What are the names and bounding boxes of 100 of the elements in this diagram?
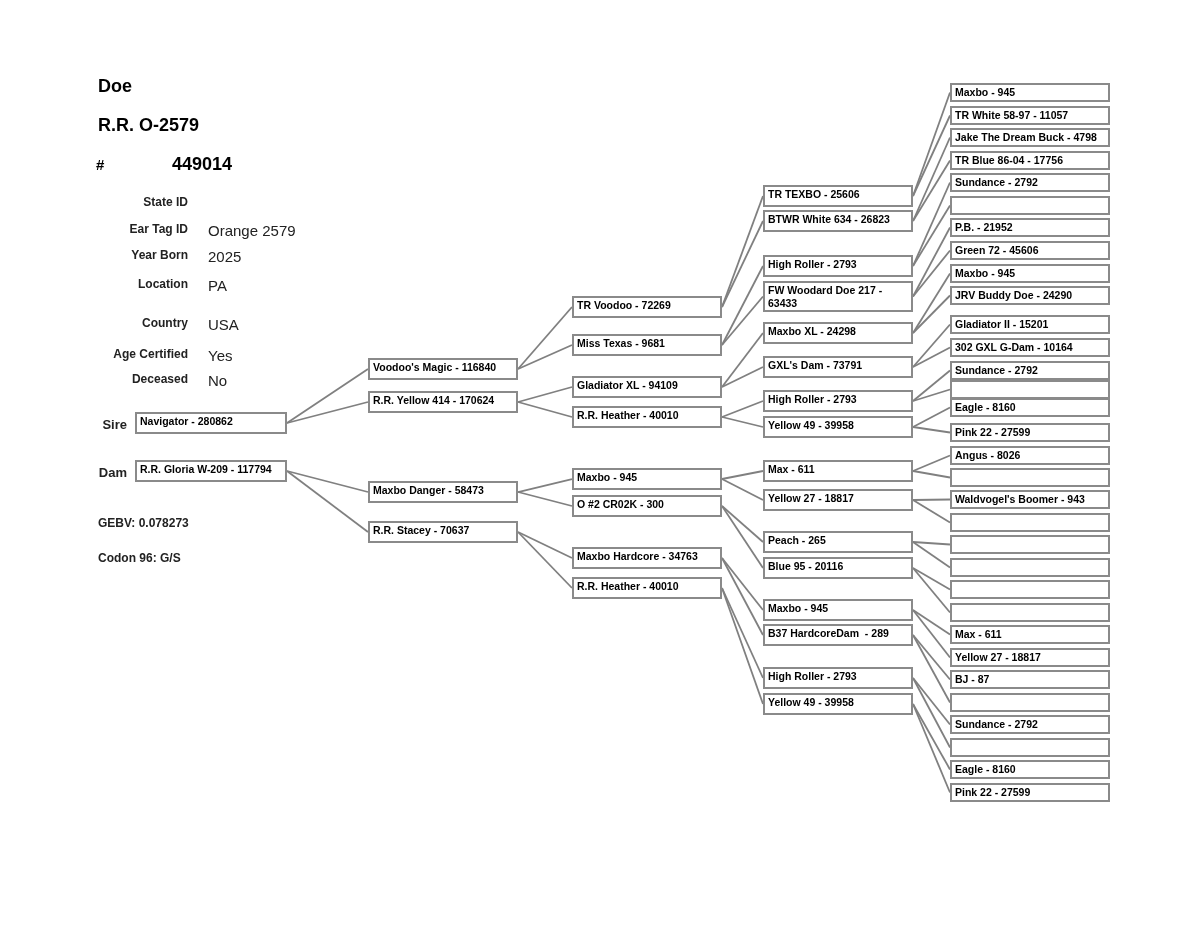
name-box: B37 HardcoreDam - 289 [763, 624, 913, 646]
pedigree-line [912, 369, 951, 402]
pedigree-line [721, 220, 764, 308]
pedigree-line [912, 677, 951, 726]
pedigree-line [912, 567, 951, 614]
empty-name-box [950, 513, 1110, 532]
name-box: High Roller - 2793 [763, 255, 913, 277]
pedigree-line [721, 587, 764, 679]
pedigree-line [286, 470, 369, 493]
name-box: O #2 CR02K - 300 [572, 495, 722, 517]
name-box: Maxbo Hardcore - 34763 [572, 547, 722, 569]
pedigree-line [912, 454, 951, 472]
field-label: Ear Tag ID [128, 221, 188, 238]
name-box: JRV Buddy Doe - 24290 [950, 286, 1110, 305]
pedigree-line [517, 344, 573, 370]
name-box: R.R. Stacey - 70637 [368, 521, 518, 543]
name-box: Yellow 49 - 39958 [763, 693, 913, 715]
field-label: State ID [142, 194, 188, 211]
field-label: Year Born [130, 247, 188, 264]
name-box: Max - 611 [950, 625, 1110, 644]
name-box: Miss Texas - 9681 [572, 334, 722, 356]
pedigree-line [721, 366, 764, 388]
field-value: No [208, 371, 228, 391]
parent-role-label: Dam [97, 464, 127, 482]
pedigree-line [912, 609, 951, 636]
name-box: Jake The Dream Buck - 4798 [950, 128, 1110, 147]
name-box: Gladiator XL - 94109 [572, 376, 722, 398]
field-value: Yes [208, 346, 233, 366]
pedigree-line [721, 332, 764, 388]
pedigree-line [912, 204, 951, 267]
name-box: Sundance - 2792 [950, 715, 1110, 734]
name-box: R.R. Yellow 414 - 170624 [368, 391, 518, 413]
name-box: Maxbo - 945 [950, 83, 1110, 102]
empty-name-box [950, 468, 1110, 487]
info-text: Codon 96: G/S [98, 550, 181, 567]
pedigree-line [517, 401, 573, 418]
pedigree-line [912, 634, 951, 681]
name-box: Maxbo - 945 [572, 468, 722, 490]
pedigree-line [912, 249, 951, 298]
field-value: USA [208, 315, 239, 335]
name-box: Green 72 - 45606 [950, 241, 1110, 260]
name-box: Peach - 265 [763, 531, 913, 553]
name-box: TR White 58-97 - 11057 [950, 106, 1110, 125]
field-label: Location [137, 276, 188, 293]
name-box: Navigator - 280862 [135, 412, 287, 434]
name-box: Yellow 27 - 18817 [950, 648, 1110, 667]
pedigree-line [286, 470, 369, 533]
pedigree-line [912, 294, 951, 334]
name-box: Pink 22 - 27599 [950, 783, 1110, 802]
pedigree-line [912, 498, 951, 501]
empty-name-box [950, 738, 1110, 757]
pedigree-line [912, 159, 951, 222]
name-box: BTWR White 634 - 26823 [763, 210, 913, 232]
name-box: Maxbo - 945 [950, 264, 1110, 283]
field-label: Age Certified [112, 346, 188, 363]
pedigree-line [286, 401, 369, 424]
empty-name-box [950, 693, 1110, 712]
pedigree-line [912, 114, 951, 197]
name-box: Max - 611 [763, 460, 913, 482]
pedigree-line [912, 541, 951, 546]
pedigree-line [912, 388, 951, 402]
parent-role-label: Sire [101, 416, 127, 434]
name-box: Eagle - 8160 [950, 398, 1110, 417]
pedigree-line [721, 295, 764, 346]
pedigree-line [912, 470, 951, 479]
pedigree-line [517, 531, 573, 589]
pedigree-line [912, 346, 951, 368]
name-box: Waldvogel's Boomer - 943 [950, 490, 1110, 509]
name-box: Maxbo Danger - 58473 [368, 481, 518, 503]
name-box: Gladiator II - 15201 [950, 315, 1110, 334]
pedigree-line [721, 416, 764, 428]
pedigree-line [517, 491, 573, 507]
info-text: 449014 [172, 153, 233, 176]
pedigree-line [912, 323, 951, 368]
pedigree-line [517, 306, 573, 370]
field-value: PA [208, 276, 227, 296]
name-box: TR TEXBO - 25606 [763, 185, 913, 207]
pedigree-line [912, 499, 951, 524]
pedigree-line [517, 478, 573, 493]
name-box: Maxbo XL - 24298 [763, 322, 913, 344]
pedigree-line [912, 567, 951, 591]
info-text: Doe [98, 75, 132, 98]
pedigree-line [721, 470, 764, 480]
field-label: Country [141, 315, 188, 332]
name-box: R.R. Heather - 40010 [572, 577, 722, 599]
name-box: Sundance - 2792 [950, 173, 1110, 192]
name-box: Angus - 8026 [950, 446, 1110, 465]
name-box: R.R. Heather - 40010 [572, 406, 722, 428]
name-box: TR Blue 86-04 - 17756 [950, 151, 1110, 170]
pedigree-line [912, 406, 951, 428]
info-text: R.R. O-2579 [98, 114, 200, 137]
pedigree-line [517, 531, 573, 559]
empty-name-box [950, 196, 1110, 215]
name-box: Yellow 27 - 18817 [763, 489, 913, 511]
pedigree-line [517, 386, 573, 403]
pedigree-line [912, 541, 951, 569]
pedigree-line [912, 609, 951, 659]
name-box: High Roller - 2793 [763, 390, 913, 412]
name-box: R.R. Gloria W-209 - 117794 [135, 460, 287, 482]
name-box: Voodoo's Magic - 116840 [368, 358, 518, 380]
